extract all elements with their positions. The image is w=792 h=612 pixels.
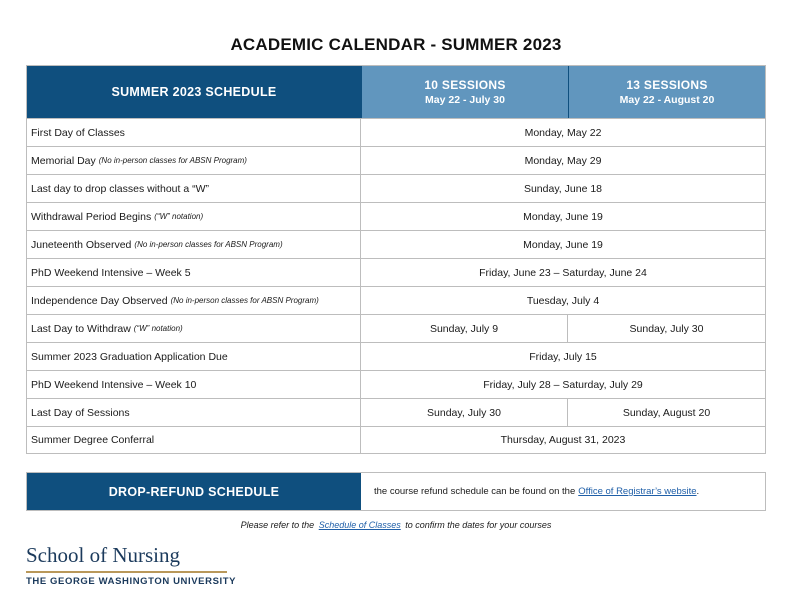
event-cell: Independence Day Observed(No in-person c… xyxy=(27,287,361,314)
schedule-table: SUMMER 2023 SCHEDULE 10 SESSIONS May 22 … xyxy=(26,65,766,454)
date-cell-10-sessions: Sunday, July 9 xyxy=(361,315,568,342)
event-label: Last Day of Sessions xyxy=(31,406,130,419)
table-row: Independence Day Observed(No in-person c… xyxy=(27,286,765,314)
refund-text-suffix: . xyxy=(696,486,700,497)
footnote-suffix: to confirm the dates for your courses xyxy=(405,520,552,530)
event-label: PhD Weekend Intensive – Week 5 xyxy=(31,266,191,279)
footnote: Please refer to the Schedule of Classes … xyxy=(0,520,792,530)
event-label: Summer 2023 Graduation Application Due xyxy=(31,350,228,363)
date-cell: Friday, July 15 xyxy=(529,350,597,363)
table-row: Memorial Day(No in-person classes for AB… xyxy=(27,146,765,174)
date-cell: Monday, June 19 xyxy=(523,210,603,223)
header-13-sessions-range: May 22 - August 20 xyxy=(619,94,715,106)
event-label: Memorial Day xyxy=(31,154,96,167)
event-cell: First Day of Classes xyxy=(27,119,361,146)
table-row: PhD Weekend Intensive – Week 5 Friday, J… xyxy=(27,258,765,286)
logo-divider xyxy=(26,571,227,573)
event-cell: Withdrawal Period Begins(“W” notation) xyxy=(27,203,361,230)
date-cell: Monday, June 19 xyxy=(523,238,603,251)
event-label: Withdrawal Period Begins xyxy=(31,210,152,223)
date-cell: Monday, May 22 xyxy=(524,126,602,139)
table-row: Last Day to Withdraw(“W” notation) Sunda… xyxy=(27,314,765,342)
school-logo: School of Nursing THE GEORGE WASHINGTON … xyxy=(26,543,236,587)
schedule-header-main: SUMMER 2023 SCHEDULE xyxy=(27,66,361,118)
header-10-sessions-title: 10 SESSIONS xyxy=(424,78,506,92)
table-row: Summer Degree Conferral Thursday, August… xyxy=(27,426,765,453)
event-note: (“W” notation) xyxy=(154,212,204,221)
event-label: Juneteenth Observed xyxy=(31,238,132,251)
event-label: PhD Weekend Intensive – Week 10 xyxy=(31,378,197,391)
date-cell: Thursday, August 31, 2023 xyxy=(500,434,626,446)
event-cell: Summer Degree Conferral xyxy=(27,427,361,453)
refund-box: DROP-REFUND SCHEDULE the course refund s… xyxy=(26,472,766,511)
date-cell: Friday, June 23 – Saturday, June 24 xyxy=(479,266,647,279)
footnote-prefix: Please refer to the xyxy=(240,520,315,530)
date-cell: Sunday, June 18 xyxy=(523,182,603,195)
table-row: Withdrawal Period Begins(“W” notation) M… xyxy=(27,202,765,230)
refund-text-body: the course refund schedule can be found … xyxy=(374,486,576,497)
event-note: (No in-person classes for ABSN Program) xyxy=(170,296,319,305)
event-cell: PhD Weekend Intensive – Week 5 xyxy=(27,259,361,286)
schedule-header: SUMMER 2023 SCHEDULE 10 SESSIONS May 22 … xyxy=(27,66,765,118)
event-cell: Juneteenth Observed(No in-person classes… xyxy=(27,231,361,258)
header-10-sessions: 10 SESSIONS May 22 - July 30 xyxy=(361,66,568,118)
table-row: Last Day of Sessions Sunday, July 30 Sun… xyxy=(27,398,765,426)
header-13-sessions-title: 13 SESSIONS xyxy=(626,78,708,92)
event-cell: PhD Weekend Intensive – Week 10 xyxy=(27,371,361,398)
event-label: Summer Degree Conferral xyxy=(31,434,155,446)
event-note: (No in-person classes for ABSN Program) xyxy=(98,156,247,165)
table-row: Juneteenth Observed(No in-person classes… xyxy=(27,230,765,258)
date-cell: Monday, May 29 xyxy=(524,154,602,167)
event-cell: Last Day to Withdraw(“W” notation) xyxy=(27,315,361,342)
event-cell: Last Day of Sessions xyxy=(27,399,361,426)
registrar-website-link[interactable]: Office of Registrar’s website xyxy=(578,486,697,497)
refund-text: the course refund schedule can be found … xyxy=(361,473,699,510)
table-row: Last day to drop classes without a “W” S… xyxy=(27,174,765,202)
event-cell: Memorial Day(No in-person classes for AB… xyxy=(27,147,361,174)
event-label: Independence Day Observed xyxy=(31,294,168,307)
logo-school-name: School of Nursing xyxy=(26,543,180,567)
event-cell: Last day to drop classes without a “W” xyxy=(27,175,361,202)
date-cell: Tuesday, July 4 xyxy=(526,294,600,307)
table-row: PhD Weekend Intensive – Week 10 Friday, … xyxy=(27,370,765,398)
event-label: Last Day to Withdraw xyxy=(31,322,131,335)
event-cell: Summer 2023 Graduation Application Due xyxy=(27,343,361,370)
refund-title: DROP-REFUND SCHEDULE xyxy=(27,473,361,510)
table-row: Summer 2023 Graduation Application Due F… xyxy=(27,342,765,370)
date-cell-13-sessions: Sunday, August 20 xyxy=(622,406,711,419)
page-title: ACADEMIC CALENDAR - SUMMER 2023 xyxy=(230,35,562,54)
header-13-sessions: 13 SESSIONS May 22 - August 20 xyxy=(568,66,765,118)
header-10-sessions-range: May 22 - July 30 xyxy=(425,94,505,106)
table-row: First Day of Classes Monday, May 22 xyxy=(27,118,765,146)
logo-university-name: THE GEORGE WASHINGTON UNIVERSITY xyxy=(26,576,237,587)
date-cell-10-sessions: Sunday, July 30 xyxy=(361,399,568,426)
event-label: Last day to drop classes without a “W” xyxy=(31,182,209,195)
date-cell: Friday, July 28 – Saturday, July 29 xyxy=(483,378,643,391)
event-note: (No in-person classes for ABSN Program) xyxy=(134,240,283,249)
event-note: (“W” notation) xyxy=(133,324,183,333)
date-cell-13-sessions: Sunday, July 30 xyxy=(629,322,704,335)
schedule-of-classes-link[interactable]: Schedule of Classes xyxy=(318,520,401,530)
event-label: First Day of Classes xyxy=(31,126,125,139)
